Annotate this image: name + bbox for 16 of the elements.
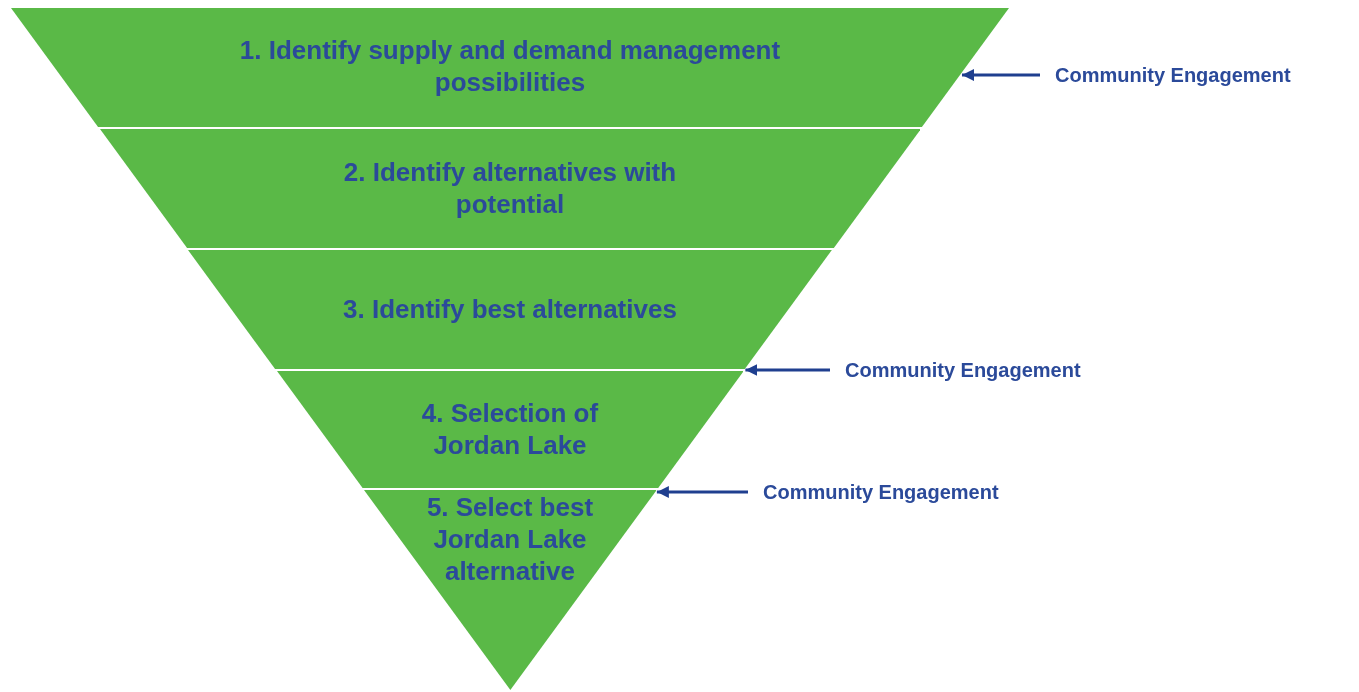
arrow (656, 486, 748, 498)
stage-label: 1. Identify supply and demand management possibilities (238, 34, 782, 98)
funnel-stage (363, 490, 657, 690)
annotation-label: Community Engagement (845, 358, 1081, 382)
stage-label: 4. Selection of Jordan Lake (420, 397, 600, 461)
funnel-stage (99, 129, 921, 248)
arrow (745, 364, 830, 376)
stage-label: 3. Identify best alternatives (342, 293, 678, 325)
funnel-stage (11, 8, 1009, 127)
annotation-label: Community Engagement (1055, 63, 1291, 87)
arrow (962, 69, 1040, 81)
annotation-label: Community Engagement (763, 480, 999, 504)
funnel-stage (188, 250, 832, 369)
stage-label: 2. Identify alternatives with potential (342, 156, 678, 220)
funnel-stage (276, 371, 744, 488)
stage-label: 5. Select best Jordan Lake alternative (425, 491, 595, 587)
